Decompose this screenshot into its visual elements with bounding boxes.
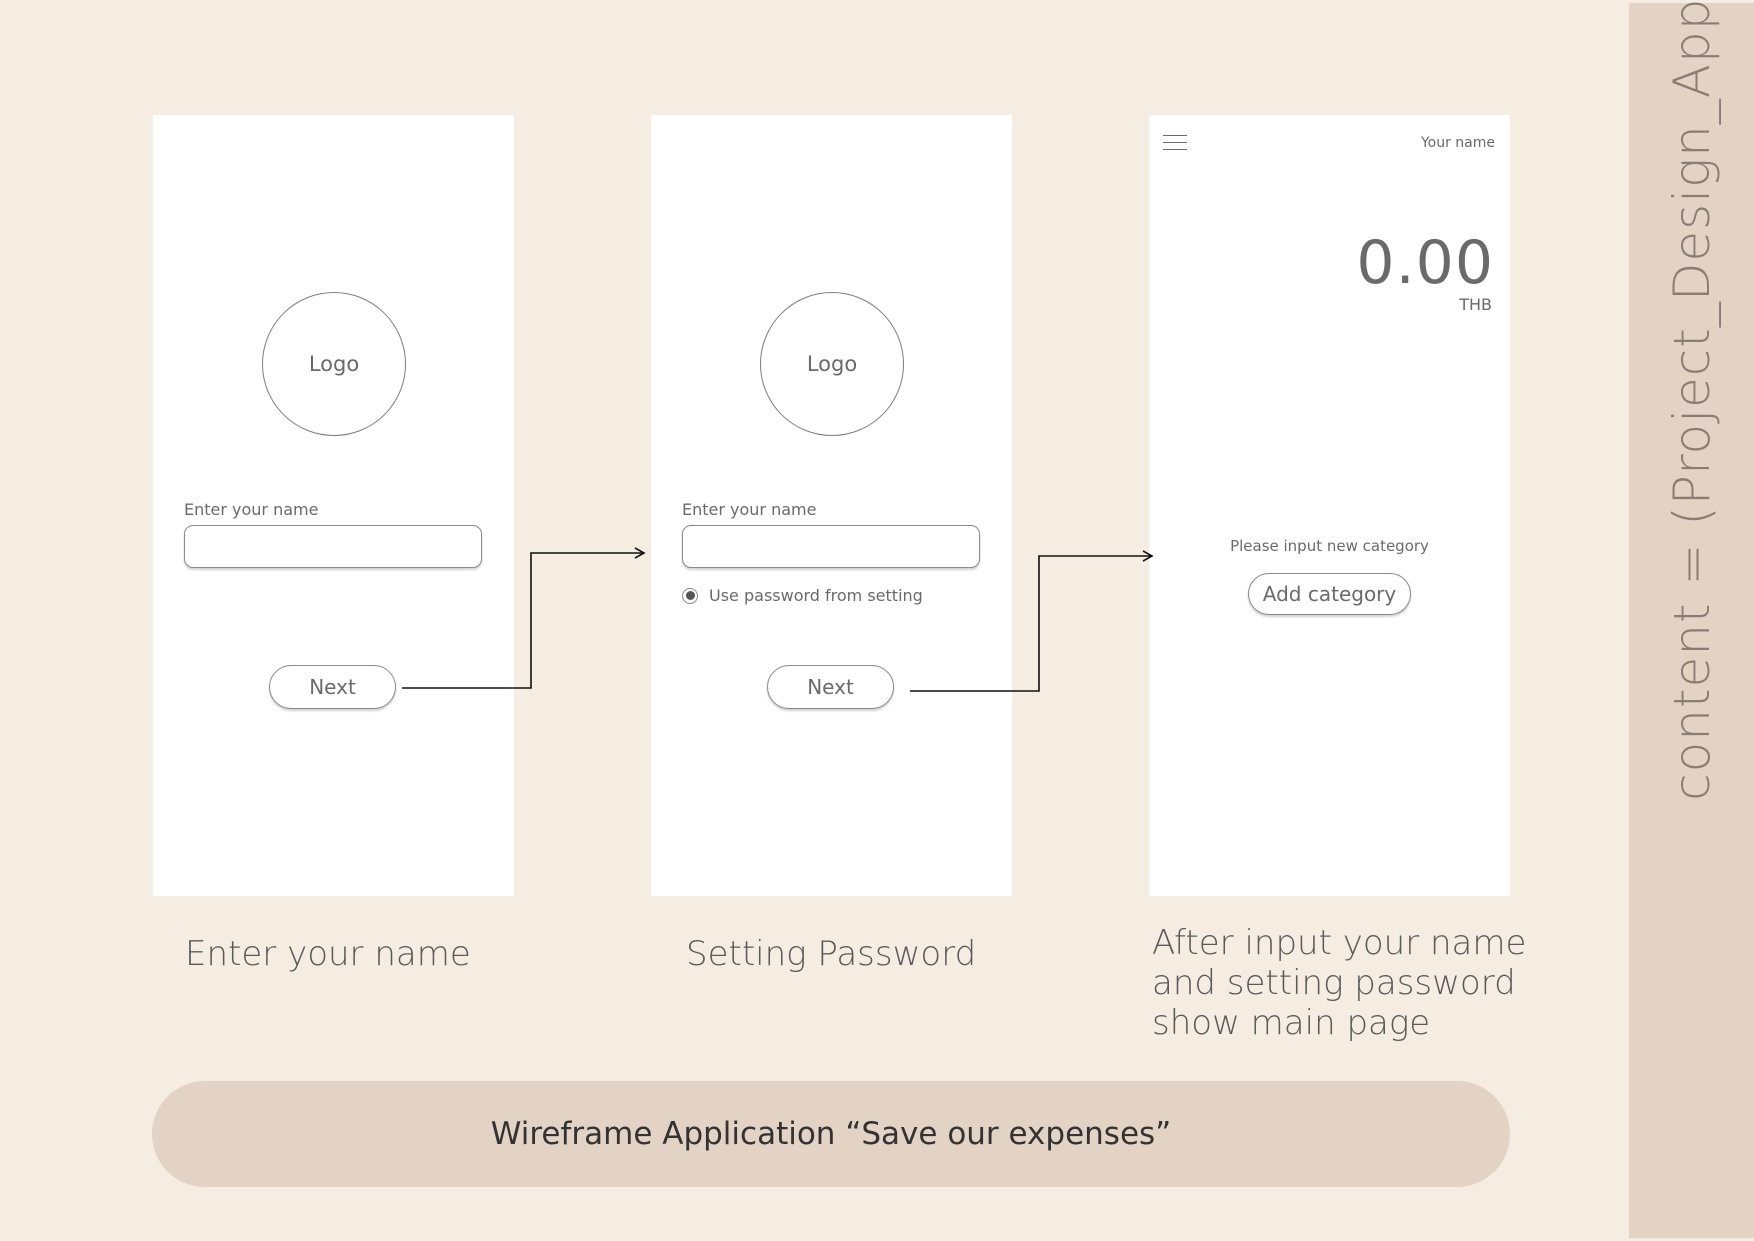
title-banner: Wireframe Application “Save our expenses… (152, 1081, 1510, 1187)
radio-selected-dot (685, 591, 695, 600)
name-input[interactable] (184, 525, 482, 568)
currency-label: THB (1459, 295, 1492, 314)
name-field-label: Enter your name (184, 500, 319, 519)
radio-button[interactable] (682, 587, 698, 604)
screen-enter-name: Logo Enter your name Next (153, 115, 514, 896)
add-category-button[interactable]: Add category (1248, 573, 1411, 615)
sidebar-code-text: content = (Project_Design_App); (1663, 0, 1721, 801)
caption-enter-name: Enter your name (185, 934, 471, 974)
logo-placeholder: Logo (760, 292, 904, 436)
use-password-label: Use password from setting (709, 586, 923, 605)
hamburger-menu-icon[interactable] (1163, 135, 1187, 151)
caption-setting-password: Setting Password (686, 934, 977, 974)
name-input[interactable] (682, 525, 980, 568)
caption-line: After input your name (1152, 923, 1527, 963)
category-prompt: Please input new category (1230, 537, 1429, 555)
caption-line: show main page (1152, 1003, 1431, 1043)
next-button[interactable]: Next (269, 665, 396, 709)
caption-main-page: After input your name and setting passwo… (1152, 923, 1526, 1043)
next-button[interactable]: Next (767, 665, 894, 709)
use-password-option[interactable]: Use password from setting (682, 586, 923, 605)
name-field-label: Enter your name (682, 500, 817, 519)
caption-line: and setting password (1152, 963, 1516, 1003)
screen-main-page: Your name 0.00 THB Please input new cate… (1149, 115, 1510, 896)
logo-placeholder: Logo (262, 292, 406, 436)
sidebar-panel (1629, 3, 1754, 1238)
balance-amount: 0.00 (1356, 228, 1494, 298)
screen-setting-password: Logo Enter your name Use password from s… (651, 115, 1012, 896)
user-name: Your name (1420, 135, 1495, 151)
banner-title: Wireframe Application “Save our expenses… (490, 1116, 1172, 1152)
